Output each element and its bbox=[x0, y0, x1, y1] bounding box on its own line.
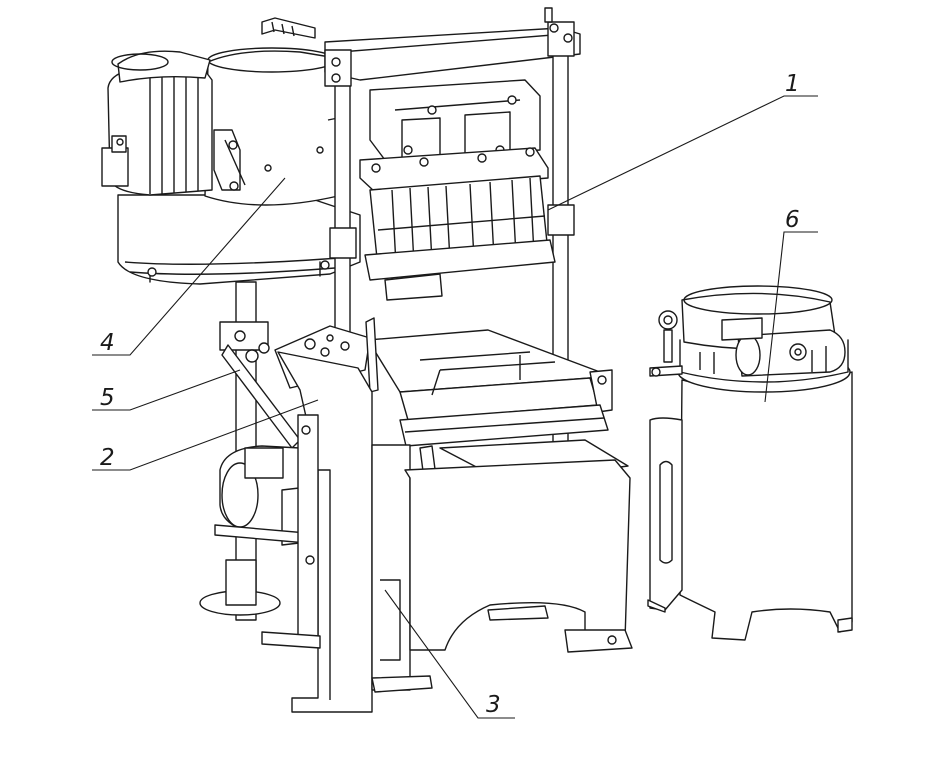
mold-assembly bbox=[359, 147, 556, 301]
callout-leaders bbox=[92, 95, 818, 719]
callout-label-mixer: 4 bbox=[100, 330, 115, 356]
callout-label-frame: 2 bbox=[100, 445, 115, 471]
callout-label-stand: 3 bbox=[486, 692, 501, 718]
callout-label-mold: 1 bbox=[785, 71, 800, 97]
stand-assembly bbox=[261, 444, 633, 693]
mixer-assembly bbox=[101, 47, 361, 285]
callout-label-tank: 6 bbox=[785, 207, 800, 233]
callout-label-lever: 5 bbox=[100, 385, 115, 411]
tank-assembly bbox=[647, 285, 853, 641]
press-frame bbox=[261, 7, 581, 446]
callout-labels: 1 2 3 4 5 6 bbox=[100, 71, 800, 718]
